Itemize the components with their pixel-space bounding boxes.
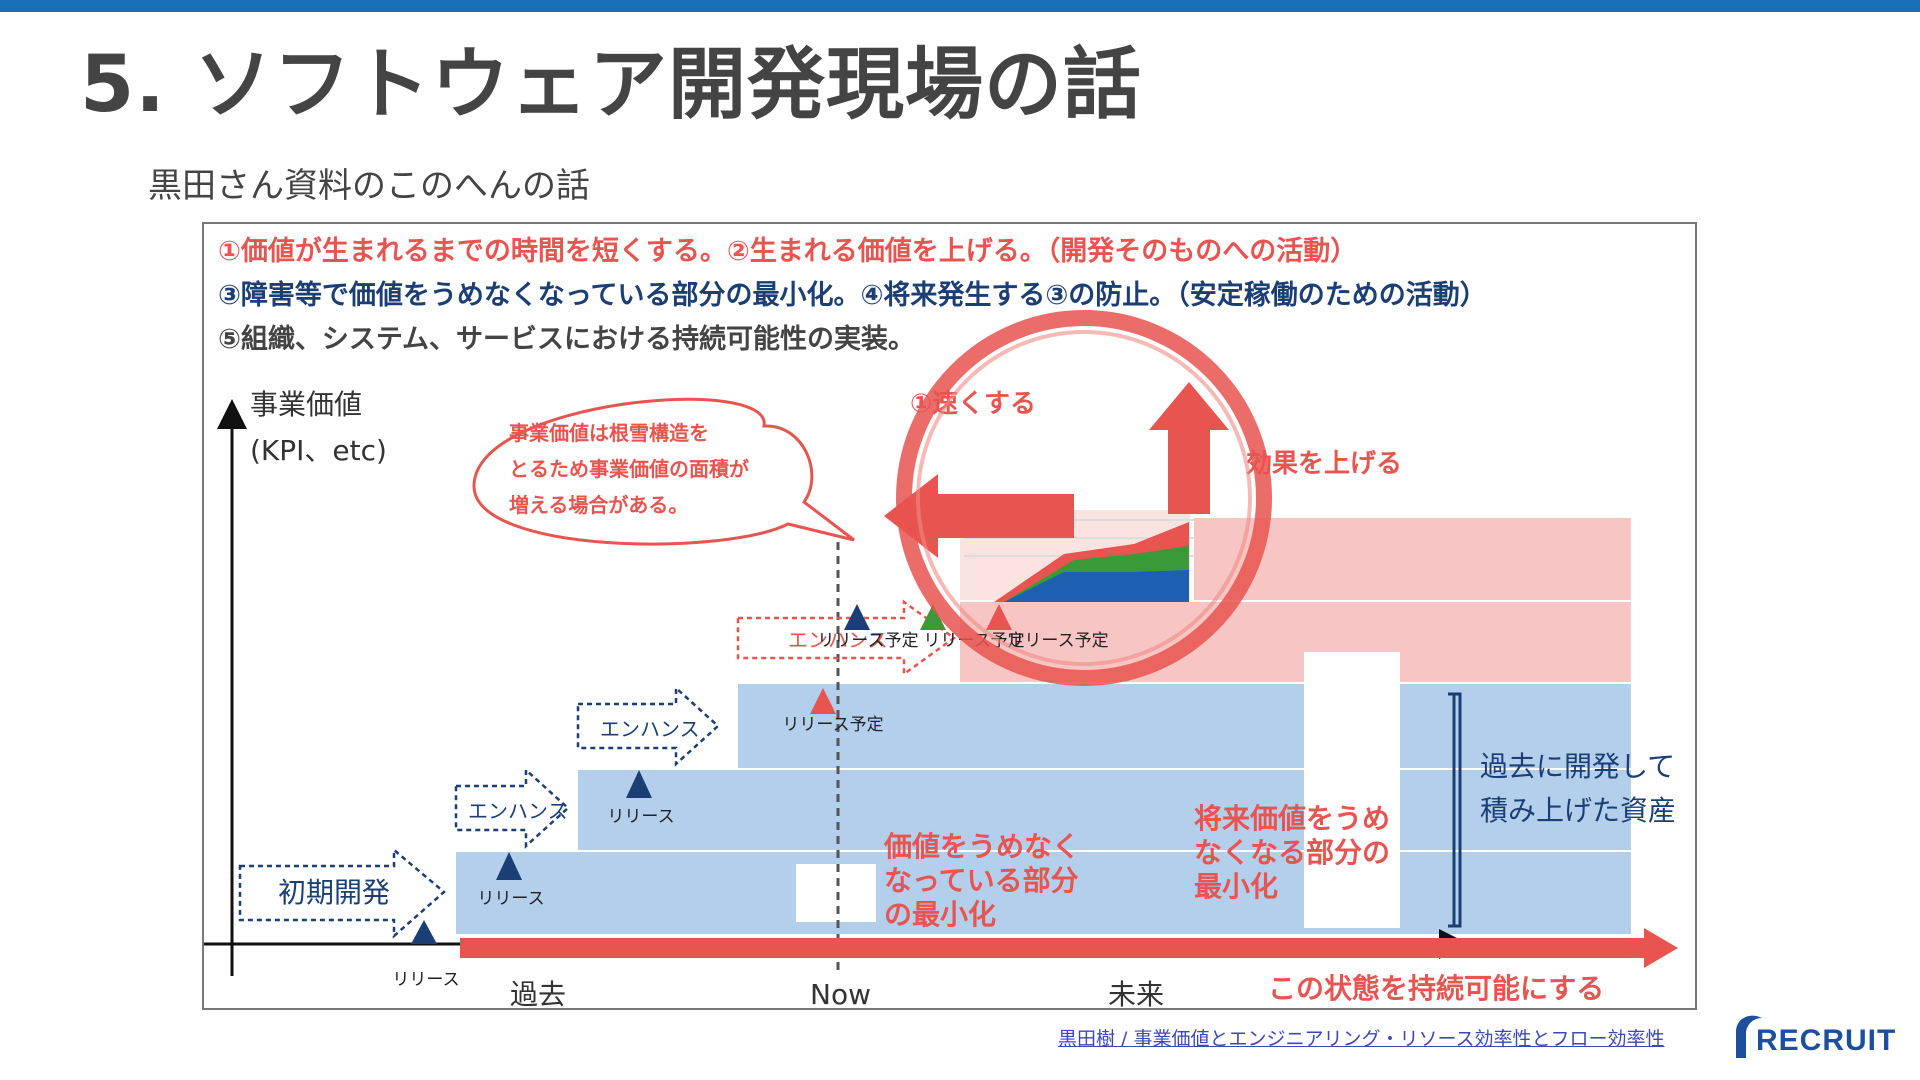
release-planned-label-4: リリース予定 (1007, 631, 1108, 651)
minimize-line-1: 価値をうめなく (883, 830, 1080, 863)
y-axis-label-2: (KPI、etc) (250, 434, 387, 467)
enhance-arrow-3 (736, 599, 957, 677)
release-label-2: リリース (477, 889, 544, 909)
x-label-future: 未来 (1108, 978, 1164, 1010)
speed-arrow-left (884, 474, 1074, 558)
sustain-label: この状態を持続可能にする (1268, 972, 1604, 1005)
release-marker-2 (496, 852, 522, 880)
headline-1: ①価値が生まれるまでの時間を短くする。②生まれる価値を上げる。（開発そのものへの… (218, 235, 1357, 267)
headline-3: ⑤組織、システム、サービスにおける持続可能性の実装。 (218, 323, 915, 355)
x-label-past: 過去 (510, 978, 566, 1010)
diagram-canvas: ①価値が生まれるまでの時間を短くする。②生まれる価値を上げる。（開発そのものへの… (204, 235, 1678, 1010)
x-label-now: Now (810, 978, 871, 1010)
release-label-1: リリース (392, 970, 459, 990)
speech-line-2: とるため事業価値の面積が (509, 457, 749, 481)
future-line-3: 最小化 (1194, 870, 1278, 903)
enhance-arrow-2 (576, 685, 720, 767)
release-marker-1 (411, 920, 437, 944)
minimize-line-3: の最小化 (884, 898, 996, 931)
recruit-logo-text: RECRUIT (1756, 1024, 1897, 1057)
release-planned-marker-1 (810, 688, 836, 714)
speech-line-3: 増える場合がある。 (509, 493, 688, 517)
assets-line-1: 過去に開発して (1480, 750, 1675, 783)
y-axis-label-1: 事業価値 (250, 388, 362, 421)
area-blue (1004, 570, 1189, 602)
future-line-1: 将来価値をうめ (1194, 802, 1390, 835)
slide-subtitle: 黒田さん資料のこのへんの話 (148, 166, 590, 206)
minimize-line-2: なっている部分 (884, 864, 1079, 897)
future-line-2: なくなる部分の (1194, 836, 1390, 869)
embedded-diagram: ①価値が生まれるまでの時間を短くする。②生まれる価値を上げる。（開発そのものへの… (202, 222, 1697, 1010)
initial-dev-arrow (238, 847, 446, 939)
loss-box-now (796, 864, 876, 922)
loss-box-future (1304, 652, 1400, 928)
effect-arrow-up (1149, 382, 1229, 514)
enhance-label-3: エンハンス (788, 628, 888, 652)
release-planned-marker-4 (986, 604, 1012, 630)
assets-line-2: 積み上げた資産 (1480, 794, 1676, 827)
sustain-arrow (460, 928, 1678, 968)
release-planned-label-2: リリース予定 (817, 631, 918, 651)
release-marker-3 (626, 770, 652, 798)
stamp-circle-inner (916, 330, 1252, 666)
enhance-label-1: エンハンス (468, 799, 568, 823)
value-block-1 (456, 852, 1631, 934)
enhance-label-2: エンハンス (600, 717, 700, 741)
value-block-3 (738, 684, 1631, 768)
initial-dev-label: 初期開発 (278, 876, 390, 909)
future-block-1 (960, 602, 1631, 682)
release-label-3: リリース (607, 807, 674, 827)
speech-line-1: 事業価値は根雪構造を (509, 421, 709, 445)
headline-2: ③障害等で価値をうめなくなっている部分の最小化。④将来発生する③の防止。（安定稼… (218, 279, 1487, 311)
value-block-2 (578, 770, 1631, 850)
release-planned-marker-3 (920, 604, 946, 630)
effect-label: 効果を上げる (1246, 448, 1402, 479)
source-credit-link[interactable]: 黒田樹 / 事業価値とエンジニアリング・リソース効率性とフロー効率性 (1058, 1028, 1665, 1050)
stamp-circle (896, 310, 1272, 686)
recruit-logo-icon (1736, 1015, 1762, 1058)
assets-bracket (1448, 692, 1462, 928)
slide-title: 5. ソフトウェア開発現場の話 (80, 40, 1143, 130)
release-planned-marker-2 (844, 604, 870, 630)
top-accent-bar (0, 0, 1920, 12)
speech-bubble (472, 397, 855, 546)
enhance-arrow-1 (454, 767, 570, 849)
release-planned-label-1: リリース予定 (782, 715, 883, 735)
